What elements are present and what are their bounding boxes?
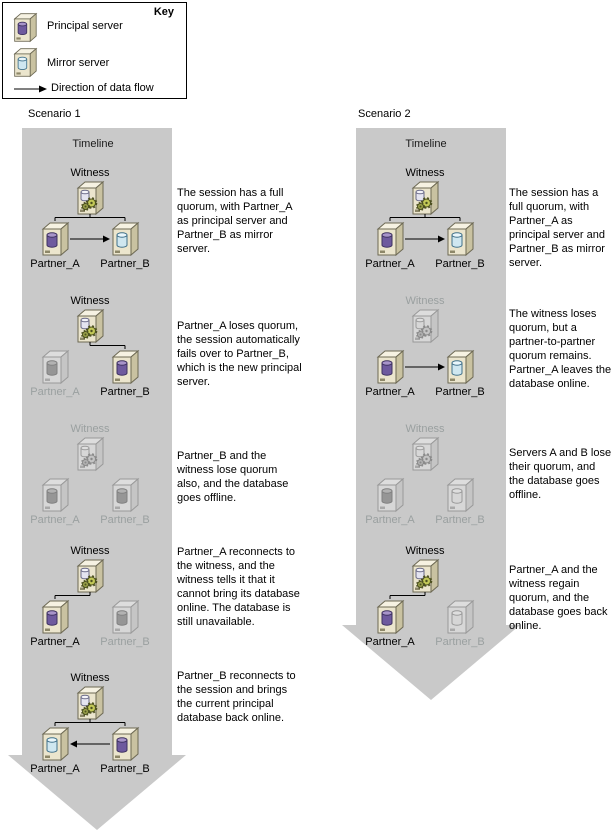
- data-flow-arrow: [405, 362, 445, 372]
- s1-stage-4: Witness Partner_A Partner_B: [18, 545, 168, 649]
- s1-stage-3-description: Partner_B and the witness lose quorum al…: [177, 450, 289, 504]
- mirror-server-icon: [12, 47, 38, 78]
- s1-stage-5-description: Partner_B reconnects to the session and …: [177, 670, 296, 724]
- partner-a-label: Partner_A: [30, 763, 80, 775]
- witness-label: Witness: [405, 423, 445, 435]
- partner-b-server-icon: [445, 599, 475, 635]
- scenario-2-title: Scenario 2: [358, 108, 411, 120]
- witness-server-icon: [410, 436, 440, 472]
- timeline-arrow-scenario-2: [342, 128, 520, 700]
- partner-b-server-icon: [110, 599, 140, 635]
- partner-a-label: Partner_A: [30, 514, 80, 526]
- witness-partner-connector: [18, 592, 168, 599]
- witness-label: Witness: [70, 545, 110, 557]
- mirror-server-label: Mirror server: [47, 57, 110, 69]
- partner-a-server-icon: [375, 477, 405, 513]
- s1-stage-3: Witness Partner_A Partner_B: [18, 423, 168, 527]
- witness-label: Witness: [70, 295, 110, 307]
- witness-server-icon: [75, 558, 105, 594]
- s1-stage-1: Witness Partner_A Partner_B: [18, 167, 168, 271]
- s1-stage-2: Witness Partner_A Partner_B: [18, 295, 168, 399]
- key-title: Key: [153, 6, 174, 18]
- partner-b-label: Partner_B: [435, 386, 485, 398]
- partner-b-label: Partner_B: [100, 636, 150, 648]
- partner-a-label: Partner_A: [30, 386, 80, 398]
- partner-a-server-icon: [375, 221, 405, 257]
- partner-a-label: Partner_A: [365, 258, 415, 270]
- witness-label: Witness: [405, 545, 445, 557]
- partner-a-label: Partner_A: [365, 514, 415, 526]
- partner-b-label: Partner_B: [435, 258, 485, 270]
- data-flow-arrow: [70, 234, 110, 244]
- witness-partner-connector: [18, 214, 168, 221]
- s2-stage-1: Witness Partner_A Partner_B: [353, 167, 503, 271]
- s1-stage-1-description: The session has a full quorum, with Part…: [177, 187, 292, 255]
- s1-stage-2-description: Partner_A loses quorum, the session auto…: [177, 320, 302, 388]
- s2-stage-3-description: Servers A and B lose their quorum, and t…: [509, 447, 612, 501]
- key-legend: Key Principal server Mirror server Direc…: [2, 2, 187, 99]
- partner-b-server-icon: [445, 349, 475, 385]
- witness-server-icon: [410, 308, 440, 344]
- witness-label: Witness: [405, 295, 445, 307]
- witness-partner-connector: [353, 592, 503, 599]
- partner-a-server-icon: [40, 726, 70, 762]
- principal-server-label: Principal server: [47, 20, 123, 32]
- partner-b-server-icon: [445, 477, 475, 513]
- partner-b-label: Partner_B: [100, 258, 150, 270]
- partner-a-label: Partner_A: [30, 258, 80, 270]
- partner-b-server-icon: [445, 221, 475, 257]
- partner-b-label: Partner_B: [435, 514, 485, 526]
- timeline-label-2: Timeline: [405, 138, 447, 150]
- witness-server-icon: [410, 558, 440, 594]
- principal-server-icon: [12, 12, 38, 43]
- partner-a-server-icon: [40, 477, 70, 513]
- partner-a-server-icon: [40, 349, 70, 385]
- witness-label: Witness: [70, 167, 110, 179]
- s2-stage-2-description: The witness loses quorum, but a partner-…: [509, 308, 612, 390]
- witness-label: Witness: [70, 423, 110, 435]
- witness-server-icon: [410, 180, 440, 216]
- witness-partner-connector: [18, 342, 168, 349]
- witness-server-icon: [75, 308, 105, 344]
- timeline-label-1: Timeline: [72, 138, 114, 150]
- partner-a-server-icon: [375, 599, 405, 635]
- partner-b-server-icon: [110, 221, 140, 257]
- data-flow-arrow: [405, 234, 445, 244]
- partner-a-server-icon: [375, 349, 405, 385]
- s2-stage-3: Witness Partner_A Partner_B: [353, 423, 503, 527]
- partner-b-server-icon: [110, 726, 140, 762]
- data-flow-arrow: [70, 739, 110, 749]
- partner-b-label: Partner_B: [435, 636, 485, 648]
- s2-stage-1-description: The session has a full quorum, with Part…: [509, 187, 605, 269]
- partner-b-server-icon: [110, 477, 140, 513]
- partner-a-server-icon: [40, 599, 70, 635]
- partner-a-label: Partner_A: [365, 386, 415, 398]
- s2-stage-4: Witness Partner_A Partner_B: [353, 545, 503, 649]
- partner-b-label: Partner_B: [100, 763, 150, 775]
- partner-a-label: Partner_A: [30, 636, 80, 648]
- s2-stage-2: Witness Partner_A Partner_B: [353, 295, 503, 399]
- data-flow-arrow-icon: [14, 84, 48, 94]
- data-flow-label: Direction of data flow: [51, 82, 154, 94]
- witness-server-icon: [75, 436, 105, 472]
- partner-b-server-icon: [110, 349, 140, 385]
- scenario-1-title: Scenario 1: [28, 108, 81, 120]
- witness-server-icon: [75, 685, 105, 721]
- partner-b-label: Partner_B: [100, 514, 150, 526]
- s1-stage-4-description: Partner_A reconnects to the witness, and…: [177, 546, 300, 628]
- witness-label: Witness: [70, 672, 110, 684]
- witness-server-icon: [75, 180, 105, 216]
- s1-stage-5: Witness Partner_A Partner_B: [18, 672, 168, 776]
- witness-partner-connector: [18, 719, 168, 726]
- witness-partner-connector: [353, 214, 503, 221]
- timeline-arrow-scenario-1: [8, 128, 186, 830]
- partner-b-label: Partner_B: [100, 386, 150, 398]
- witness-label: Witness: [405, 167, 445, 179]
- s2-stage-4-description: Partner_A and the witness regain quorum,…: [509, 564, 608, 632]
- partner-a-label: Partner_A: [365, 636, 415, 648]
- partner-a-server-icon: [40, 221, 70, 257]
